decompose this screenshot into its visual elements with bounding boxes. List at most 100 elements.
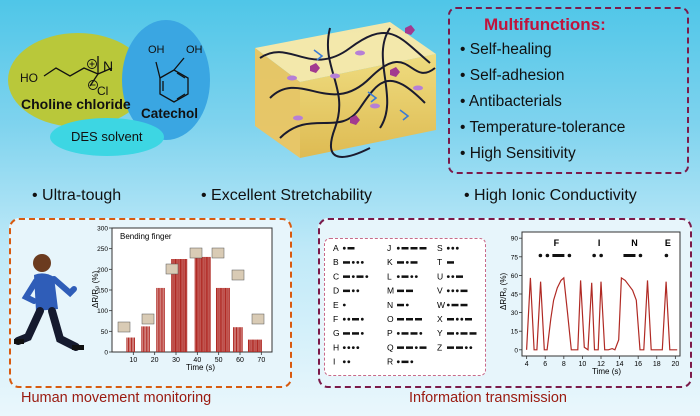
choline-chloride-blob	[8, 33, 148, 127]
des-solvent-label: DES solvent	[71, 129, 143, 144]
morse-dot	[446, 303, 450, 307]
y-tick-label: 30	[511, 310, 519, 317]
dash-mark	[623, 254, 636, 257]
morse-dot	[451, 275, 455, 278]
information-transmission-caption: Information transmission	[409, 390, 567, 406]
morse-dot	[410, 360, 414, 364]
morse-entry: X	[437, 314, 472, 324]
y-tick-label: 0	[514, 347, 518, 354]
morse-letter: W	[437, 300, 445, 310]
letter-label: I	[598, 238, 601, 248]
morse-dot	[446, 246, 450, 250]
morse-dot	[356, 289, 360, 293]
x-tick-label: 16	[634, 361, 642, 368]
signal-burst	[194, 256, 211, 352]
nitrogen-label: N	[103, 58, 114, 74]
morse-letter: J	[387, 243, 391, 253]
morse-dot	[360, 261, 364, 264]
morse-dash	[465, 318, 472, 321]
catechol-label: Catechol	[141, 106, 199, 121]
letter-label: E	[665, 238, 671, 248]
morse-dot	[342, 346, 346, 349]
dot-mark	[599, 253, 603, 258]
morse-entry: I	[333, 357, 351, 367]
morse-dash	[343, 332, 350, 335]
morse-dot	[347, 346, 351, 349]
crosslink-markers	[310, 25, 415, 125]
human-movement-caption: Human movement monitoring	[21, 390, 212, 406]
signal-burst	[156, 287, 165, 352]
x-tick-label: 8	[562, 361, 566, 368]
left-chart-ylabel: ΔR/R₀ (%)	[91, 271, 100, 308]
morse-dot	[451, 246, 455, 250]
morse-dash	[451, 303, 459, 307]
signal-line	[526, 276, 678, 351]
y-tick-label: 300	[97, 226, 108, 233]
morse-letter: K	[387, 257, 393, 267]
morse-dot	[342, 317, 346, 321]
morse-dash	[397, 261, 404, 264]
morse-letter: O	[387, 314, 394, 324]
morse-dash	[406, 289, 413, 293]
morse-entry: R	[387, 357, 414, 367]
morse-dash	[397, 303, 404, 307]
feature-high-ionic-conductivity: • High Ionic Conductivity	[464, 187, 637, 204]
morse-dot	[347, 360, 351, 364]
multifunctions-panel: Multifunctions: • Self-healing • Self-ad…	[448, 7, 689, 174]
morse-dash	[401, 360, 409, 364]
letter-label: N	[631, 238, 638, 248]
morse-letter: H	[333, 342, 339, 352]
morse-dot	[410, 275, 414, 278]
morse-dot	[351, 261, 355, 264]
x-tick-label: 70	[257, 357, 265, 364]
y-tick-label: 75	[511, 254, 519, 261]
morse-dash	[352, 318, 359, 321]
morse-dash	[397, 318, 404, 321]
x-tick-label: 30	[172, 357, 180, 364]
morse-dash	[401, 275, 409, 278]
morse-dot	[347, 317, 351, 321]
morse-dot	[414, 275, 418, 278]
letter-label: F	[554, 238, 560, 248]
morse-dash	[456, 275, 463, 278]
morse-dash	[456, 346, 463, 349]
morse-entry: E	[333, 300, 346, 310]
running-person-icon	[14, 254, 84, 351]
morse-letter: X	[437, 314, 443, 324]
morse-entry: Q	[387, 342, 427, 352]
x-tick-label: 6	[543, 361, 547, 368]
x-tick-label: 4	[525, 361, 529, 368]
morse-dash	[410, 247, 418, 250]
morse-entry: P	[387, 328, 423, 338]
morse-dash	[419, 247, 427, 250]
dot-mark	[538, 253, 543, 258]
x-tick-label: 50	[215, 357, 223, 364]
y-tick-label: 150	[97, 288, 108, 295]
morse-dash	[447, 332, 454, 335]
x-tick-label: 40	[193, 357, 201, 364]
morse-dash	[401, 332, 409, 335]
morse-letter: S	[437, 243, 443, 253]
des-molecules	[287, 50, 423, 121]
morse-letter: Y	[437, 328, 443, 338]
morse-entry: Z	[437, 342, 473, 352]
oh-label-2: OH	[186, 44, 203, 56]
choline-chloride-structure	[43, 56, 113, 87]
morse-dash	[343, 261, 350, 264]
morse-entry: H	[333, 342, 360, 352]
morse-dot	[455, 289, 459, 293]
morse-dot	[356, 261, 360, 264]
morse-dot	[342, 360, 346, 364]
morse-dot	[446, 289, 450, 293]
morse-letter: D	[333, 286, 339, 296]
morse-entry: C	[333, 271, 369, 281]
morse-entry: F	[333, 314, 364, 324]
morse-entry: L	[387, 271, 418, 281]
oh-label-1: OH	[148, 44, 165, 56]
plus-charge-icon	[87, 59, 97, 69]
morse-entry: G	[333, 328, 364, 338]
dot-mark	[664, 253, 669, 258]
morse-dot	[396, 275, 400, 278]
